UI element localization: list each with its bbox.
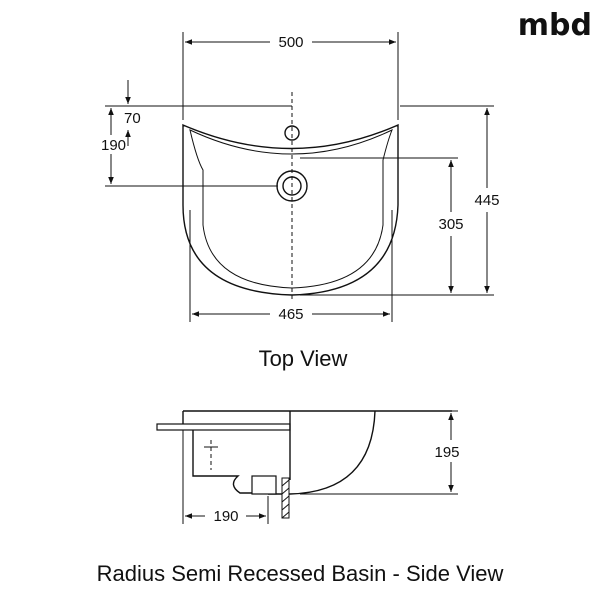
top-view-caption: Top View	[259, 346, 348, 371]
waste-fitting	[251, 475, 277, 495]
dimension-height: 195	[300, 410, 460, 495]
countertop-slab	[156, 423, 291, 431]
dimension-label-305: 305	[438, 216, 463, 233]
dimension-label-445: 445	[474, 192, 499, 209]
dimension-waste-offset: 190	[101, 108, 278, 187]
dimension-label-465: 465	[278, 306, 303, 323]
side-view: 195 190 Radius Semi Recessed Basin - Sid…	[97, 410, 504, 586]
dimension-label-190-side: 190	[213, 508, 238, 525]
side-view-caption: Radius Semi Recessed Basin - Side View	[97, 561, 504, 586]
dimension-tap-hole-offset: 70	[105, 80, 292, 146]
dimension-bowl-width: 465	[189, 210, 393, 323]
basin-bowl-curve	[268, 410, 376, 495]
top-view: 500 445 305 70 190	[101, 32, 500, 371]
dimension-bowl-depth: 305	[300, 157, 464, 293]
basin-recessed-body	[192, 430, 268, 494]
dimension-recess-depth: 190	[182, 430, 269, 525]
dimension-width-total: 500	[182, 32, 399, 120]
basin-inner-bowl	[189, 128, 393, 289]
dimension-label-190-top: 190	[101, 137, 126, 154]
basin-outline	[182, 123, 399, 296]
dimension-label-70: 70	[124, 110, 141, 127]
brand-logo: mbd	[518, 8, 592, 43]
dimension-depth-total: 445	[300, 105, 500, 296]
wall-section	[281, 477, 290, 519]
dimension-label-195: 195	[434, 444, 459, 461]
tap-hole	[284, 125, 300, 141]
side-centre-mark	[204, 440, 218, 470]
dimension-label-500: 500	[278, 34, 303, 51]
